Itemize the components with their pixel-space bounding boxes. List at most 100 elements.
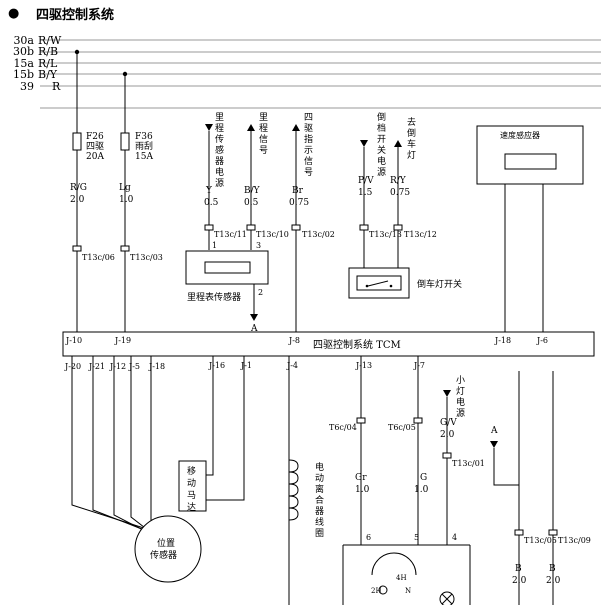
speed-sensor-label: 速度感应器 xyxy=(500,130,540,140)
conn-c03-label: T13c/03 xyxy=(130,253,163,262)
label-awd-c4: 示 xyxy=(304,146,313,156)
conn-c11 xyxy=(204,224,214,231)
switch-arc xyxy=(371,552,417,576)
label-odo-power-c6: 电 xyxy=(215,166,224,178)
label-awd-c6: 号 xyxy=(304,167,313,178)
label-reverse-power: 倒 档 开 关 电 源 xyxy=(377,111,389,178)
motor-label-c3: 马 xyxy=(187,490,196,501)
arrow-down-ref-a-bottom xyxy=(490,441,498,448)
label-rev-lamp-c3: 车 xyxy=(407,138,416,150)
fuse-f26 xyxy=(72,132,82,151)
pin-j1: J-1 xyxy=(240,361,252,370)
pin-j6: J-6 xyxy=(536,336,548,345)
conn-c05-label: T13c/05 xyxy=(524,536,557,545)
diagram-title: 四驱控制系统 xyxy=(36,7,114,23)
ref-a-bottom: A xyxy=(490,426,498,436)
pin-j7: J-7 xyxy=(413,361,425,370)
pin-j13: J-13 xyxy=(355,361,372,370)
label-odo-power-c4: 感 xyxy=(215,144,224,156)
pin-j5: J-5 xyxy=(128,362,140,371)
reverse-switch-dot-1 xyxy=(365,284,369,288)
pin-j18-top: J-18 xyxy=(494,336,511,345)
wire-color-12: B xyxy=(549,564,556,574)
switch-4h: 4H xyxy=(396,574,407,582)
arrow-up-odo-signal xyxy=(247,124,255,131)
pin-4: 4 xyxy=(452,533,457,542)
label-odo-signal-c4: 号 xyxy=(259,145,268,156)
wire-color-4: B/Y xyxy=(244,186,261,196)
arrow-down-ref-a xyxy=(250,314,258,321)
position-sensor-label-2: 传感器 xyxy=(150,549,177,561)
odo-sensor-inner xyxy=(204,261,251,274)
label-rev-power-c3: 开 xyxy=(377,134,386,145)
label-odo-power: 里 程 传 感 器 电 源 xyxy=(215,112,227,189)
arrow-down-reverse-power xyxy=(360,140,368,147)
label-odo-signal-c1: 里 xyxy=(259,112,268,123)
conn-t05-label: T6c/05 xyxy=(388,423,416,432)
conn-c02 xyxy=(291,224,301,231)
conn-c06 xyxy=(72,245,82,252)
wire-gauge-8: 1.0 xyxy=(355,485,370,495)
bus-code-39: R xyxy=(52,80,61,93)
conn-c09 xyxy=(548,529,558,536)
label-rev-lamp-c4: 灯 xyxy=(407,150,416,161)
clutch-coil-symbol xyxy=(288,459,299,521)
pin-j19: J-19 xyxy=(114,336,131,345)
wire-gauge-11: 2.0 xyxy=(512,576,527,586)
fuse-f36-amp: 15A xyxy=(135,152,153,162)
odo-sensor-label: 里程表传感器 xyxy=(187,291,241,303)
speed-sensor-inner xyxy=(504,153,557,170)
wire-gauge-1: 2.0 xyxy=(70,195,85,205)
fuse-f26-amp: 20A xyxy=(86,152,104,162)
fuse-f36-id: F36 xyxy=(135,132,153,142)
conn-t04 xyxy=(356,417,366,424)
wire-gauge-5: 0.75 xyxy=(289,198,309,208)
label-rev-power-c4: 关 xyxy=(377,144,386,156)
power-bus: 30a R/W 30b R/B 15a R/L 15b B/Y 39 R xyxy=(13,34,601,109)
label-odo-power-c5: 器 xyxy=(215,156,224,167)
label-rev-power-c5: 电 xyxy=(377,155,386,167)
label-rev-power-c2: 档 xyxy=(377,122,386,134)
clutch-label-c5: 器 xyxy=(315,506,324,517)
wire-j18 xyxy=(150,356,162,531)
bus-code-30a: R/W xyxy=(38,34,62,47)
pin-2: 2 xyxy=(258,288,263,297)
arrow-down-odo-power xyxy=(205,124,213,131)
wire-color-8: Gr xyxy=(355,473,367,483)
pin-5: 5 xyxy=(414,533,419,542)
conn-c12-label: T13c/12 xyxy=(404,230,437,239)
pin-6: 6 xyxy=(366,533,371,542)
label-small-lamp: 小 灯 电 源 xyxy=(456,375,468,419)
label-small-lamp-c1: 小 xyxy=(456,375,465,386)
label-odo-signal: 里 程 信 号 xyxy=(259,112,271,156)
label-odo-power-c2: 程 xyxy=(215,123,224,134)
wire-j16 xyxy=(206,356,214,476)
wire-color-11: B xyxy=(515,564,522,574)
position-sensor-circle xyxy=(134,515,202,583)
fuse-f26-id: F26 xyxy=(86,132,104,142)
pin-j21: J-21 xyxy=(88,362,105,371)
conn-t04-label: T6c/04 xyxy=(329,423,357,432)
conn-c02-label: T13c/02 xyxy=(302,230,335,239)
motor-label-c4: 达 xyxy=(187,501,196,513)
wire-j1 xyxy=(206,356,245,501)
bus-num-15b: 15b xyxy=(13,68,34,81)
reverse-switch-contact xyxy=(367,280,389,287)
wire-gauge-2: 1.0 xyxy=(119,195,134,205)
label-rev-power-c1: 倒 xyxy=(377,111,386,123)
label-awd-c2: 驱 xyxy=(304,123,313,134)
label-odo-power-c3: 传 xyxy=(215,133,224,145)
reverse-switch-dot-2 xyxy=(389,284,393,288)
conn-c10-label: T13c/10 xyxy=(256,230,289,239)
label-odo-power-c7: 源 xyxy=(215,178,224,189)
pin-j18-bottom: J-18 xyxy=(148,362,165,371)
clutch-label-c7: 圈 xyxy=(315,528,324,539)
conn-c01 xyxy=(442,452,452,459)
label-odo-signal-c3: 信 xyxy=(259,133,268,145)
wire-j21 xyxy=(92,356,153,534)
label-reverse-lamp: 去 倒 车 灯 xyxy=(407,116,419,161)
conn-c05 xyxy=(514,529,524,536)
label-awd-c1: 四 xyxy=(304,113,313,123)
conn-c01-label: T13c/01 xyxy=(452,459,485,468)
